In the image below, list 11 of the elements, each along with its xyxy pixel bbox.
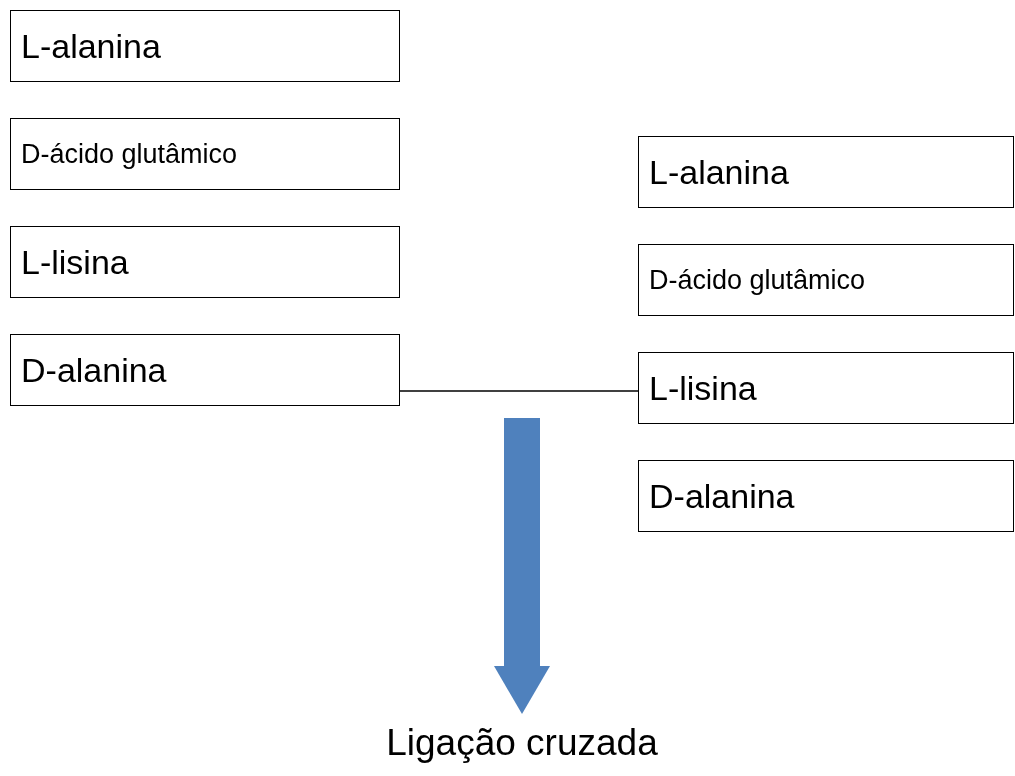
amino-acid-box: L-alanina: [638, 136, 1014, 208]
caption-text: Ligação cruzada: [380, 714, 664, 772]
amino-acid-box: D-ácido glutâmico: [638, 244, 1014, 316]
amino-acid-box: D-ácido glutâmico: [10, 118, 400, 190]
amino-acid-box: D-alanina: [638, 460, 1014, 532]
block-arrow: [494, 418, 550, 714]
amino-acid-box: D-alanina: [10, 334, 400, 406]
amino-acid-box: L-lisina: [10, 226, 400, 298]
amino-acid-box: L-alanina: [10, 10, 400, 82]
connector-line: [399, 390, 639, 392]
amino-acid-box: L-lisina: [638, 352, 1014, 424]
